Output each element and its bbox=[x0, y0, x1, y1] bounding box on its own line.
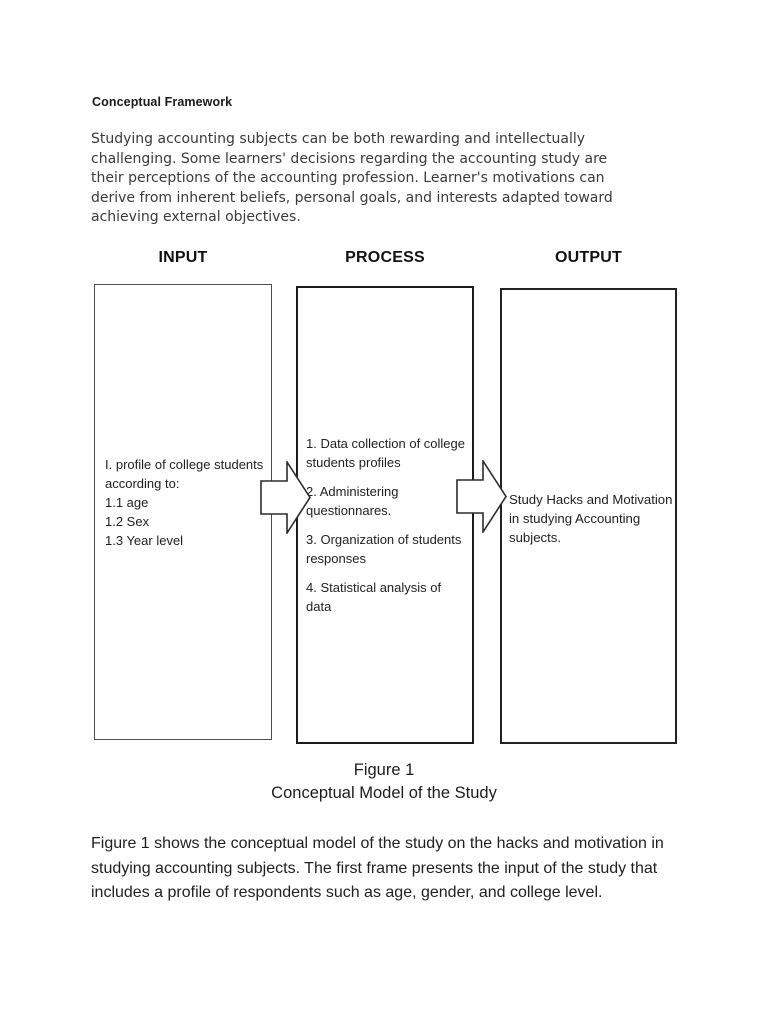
column-label-process: PROCESS bbox=[345, 249, 425, 266]
body-paragraph: Figure 1 shows the conceptual model of t… bbox=[91, 835, 664, 901]
output-box: Study Hacks and Motivation in studying A… bbox=[500, 288, 677, 744]
figure-caption-title: Conceptual Model of the Study bbox=[271, 784, 497, 802]
input-box: I. profile of college students according… bbox=[94, 284, 272, 740]
process-item: 2. Administering questionnares. bbox=[306, 484, 399, 518]
right-block-arrow-icon bbox=[456, 460, 507, 533]
process-box: 1. Data collection of college students p… bbox=[296, 286, 474, 744]
input-box-text: I. profile of college students according… bbox=[105, 457, 264, 548]
column-label-input: INPUT bbox=[158, 249, 208, 266]
process-item: 3. Organization of students responses bbox=[306, 532, 462, 566]
process-item: 4. Statistical analysis of data bbox=[306, 580, 442, 614]
section-heading: Conceptual Framework bbox=[92, 95, 233, 109]
intro-paragraph: Studying accounting subjects can be both… bbox=[91, 131, 613, 225]
right-block-arrow-icon bbox=[260, 461, 311, 534]
column-label-output: OUTPUT bbox=[555, 249, 622, 266]
figure-caption-number: Figure 1 bbox=[353, 761, 415, 779]
output-box-text: Study Hacks and Motivation in studying A… bbox=[509, 492, 673, 545]
process-items: 1. Data collection of college students p… bbox=[306, 434, 469, 626]
process-item: 1. Data collection of college students p… bbox=[306, 436, 465, 470]
